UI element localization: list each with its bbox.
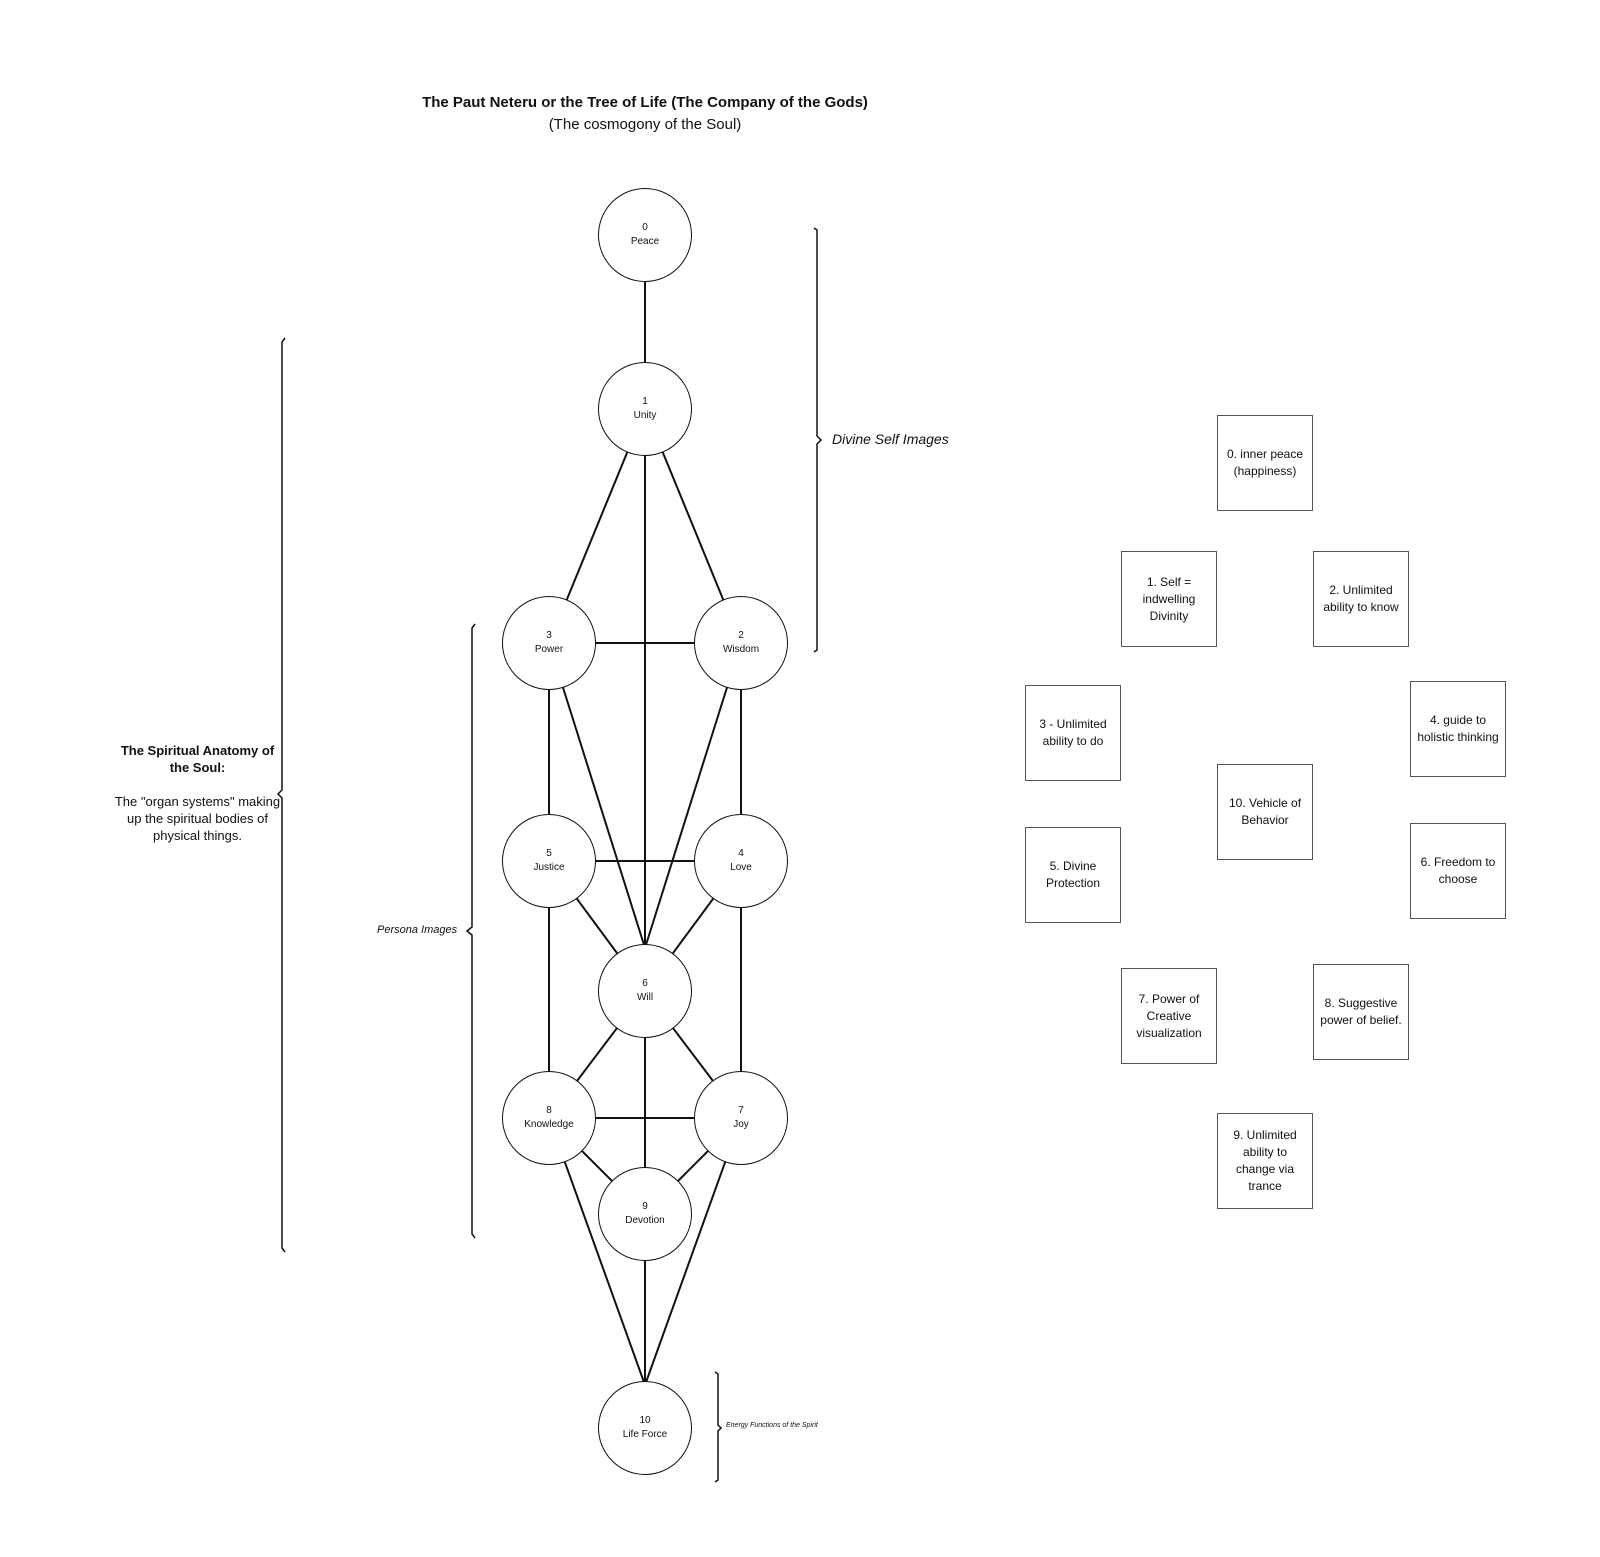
- node-0-peace: 0 Peace: [598, 188, 692, 282]
- anatomy-bracket: [276, 337, 286, 1253]
- box-2-know: 2. Unlimited ability to know: [1313, 551, 1409, 647]
- node-5-justice: 5 Justice: [502, 814, 596, 908]
- energy-bracket: [714, 1371, 723, 1483]
- box-4-holistic: 4. guide to holistic thinking: [1410, 681, 1506, 777]
- node-number: 5: [546, 848, 552, 859]
- node-name: Life Force: [622, 1429, 668, 1440]
- node-8-knowledge: 8 Knowledge: [502, 1071, 596, 1165]
- node-number: 8: [546, 1105, 552, 1116]
- divine-self-bracket: [813, 227, 823, 653]
- diagram-title: The Paut Neteru or the Tree of Life (The…: [422, 94, 868, 111]
- energy-functions-label: Energy Functions of the Spirit: [726, 1422, 818, 1429]
- divine-self-label: Divine Self Images: [832, 431, 949, 447]
- node-name: Power: [534, 644, 564, 655]
- box-5-protection: 5. Divine Protection: [1025, 827, 1121, 923]
- anatomy-title: The Spiritual Anatomy of the Soul:: [120, 743, 275, 775]
- node-number: 10: [639, 1415, 651, 1426]
- node-number: 2: [738, 630, 744, 641]
- node-number: 9: [642, 1201, 648, 1212]
- node-number: 6: [642, 978, 648, 989]
- edge-3-6: [548, 642, 646, 949]
- box-8-belief: 8. Suggestive power of belief.: [1313, 964, 1409, 1060]
- node-1-unity: 1 Unity: [598, 362, 692, 456]
- box-1-self: 1. Self = indwelling Divinity: [1121, 551, 1217, 647]
- node-name: Peace: [630, 236, 660, 247]
- node-2-wisdom: 2 Wisdom: [694, 596, 788, 690]
- node-3-power: 3 Power: [502, 596, 596, 690]
- node-number: 3: [546, 630, 552, 641]
- node-name: Unity: [633, 410, 657, 421]
- node-10-life-force: 10 Life Force: [598, 1381, 692, 1475]
- node-name: Justice: [533, 862, 565, 873]
- node-name: Wisdom: [722, 644, 760, 655]
- node-name: Knowledge: [524, 1119, 574, 1130]
- box-0-inner-peace: 0. inner peace (happiness): [1217, 415, 1313, 511]
- node-7-joy: 7 Joy: [694, 1071, 788, 1165]
- node-name: Will: [636, 992, 654, 1003]
- persona-label: Persona Images: [377, 924, 458, 936]
- diagram-subtitle: (The cosmogony of the Soul): [548, 116, 742, 133]
- node-number: 4: [738, 848, 744, 859]
- edge-8-10: [548, 1117, 646, 1386]
- edge-2-6: [644, 642, 742, 949]
- node-name: Devotion: [625, 1215, 665, 1226]
- persona-bracket: [465, 623, 476, 1239]
- node-9-devotion: 9 Devotion: [598, 1167, 692, 1261]
- node-6-will: 6 Will: [598, 944, 692, 1038]
- box-10-behavior: 10. Vehicle of Behavior: [1217, 764, 1313, 860]
- node-number: 0: [642, 222, 648, 233]
- box-6-freedom: 6. Freedom to choose: [1410, 823, 1506, 919]
- spiritual-anatomy-text: The Spiritual Anatomy of the Soul: The "…: [110, 742, 285, 844]
- node-name: Joy: [733, 1119, 749, 1130]
- node-name: Love: [730, 862, 752, 873]
- node-number: 1: [642, 396, 648, 407]
- box-7-visualization: 7. Power of Creative visualization: [1121, 968, 1217, 1064]
- node-number: 7: [738, 1105, 744, 1116]
- box-9-trance: 9. Unlimited ability to change via tranc…: [1217, 1113, 1313, 1209]
- node-4-love: 4 Love: [694, 814, 788, 908]
- anatomy-description: The "organ systems" making up the spirit…: [114, 794, 281, 843]
- box-3-do: 3 - Unlimited ability to do: [1025, 685, 1121, 781]
